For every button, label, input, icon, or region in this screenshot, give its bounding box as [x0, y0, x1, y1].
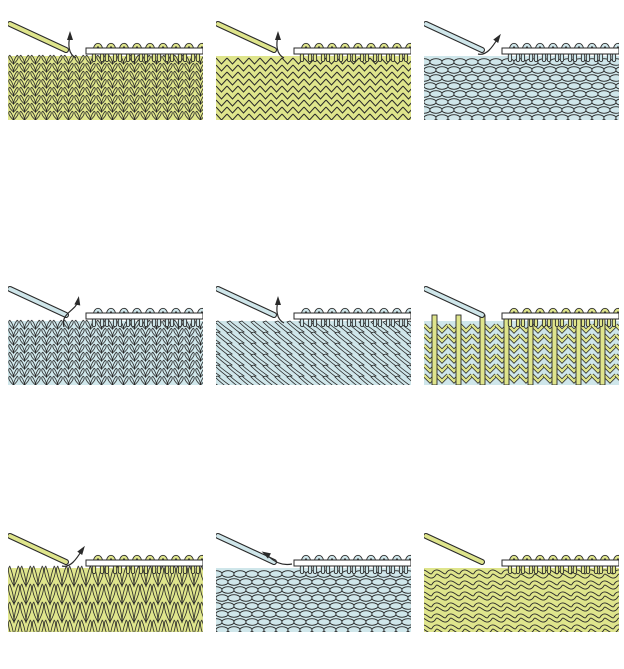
stitch-diagram-1-svg: [8, 18, 203, 120]
fabric-area: [424, 568, 619, 632]
stitch-diagram-3-svg: [424, 18, 619, 120]
needle: [501, 312, 619, 320]
needle-loops: [507, 554, 619, 575]
needle-loops: [91, 307, 203, 328]
stitch-diagram-7-svg: [8, 530, 203, 632]
needle-loops: [91, 42, 203, 63]
needle: [293, 312, 411, 320]
direction-arrow-icon: [62, 296, 81, 328]
stitch-diagram-1: [8, 18, 203, 120]
needle-loops: [507, 307, 619, 328]
stitch-diagram-8-svg: [216, 530, 411, 632]
needle: [501, 47, 619, 55]
needle: [501, 559, 619, 567]
stitch-diagram-9-svg: [424, 530, 619, 632]
needle-loops: [91, 554, 203, 575]
working-yarn: [424, 21, 485, 53]
stitch-diagram-5-svg: [216, 283, 411, 385]
needle: [293, 559, 411, 567]
stitch-texture: [8, 54, 203, 120]
needle: [85, 47, 203, 55]
stitch-diagram-4-svg: [8, 283, 203, 385]
direction-arrow-icon: [275, 296, 285, 324]
stitch-texture: [216, 570, 411, 632]
stitch-diagram-3: [424, 18, 619, 120]
direction-arrow-icon: [261, 551, 293, 566]
working-yarn: [216, 286, 277, 318]
stitch-diagram-7: [8, 530, 203, 632]
direction-arrow-icon: [477, 33, 501, 55]
stitch-diagram-6-svg: [424, 283, 619, 385]
needle-loops: [507, 42, 619, 63]
direction-arrow-icon: [67, 31, 77, 59]
stitch-texture: [424, 58, 619, 120]
stitch-diagram-5: [216, 283, 411, 385]
needle: [85, 312, 203, 320]
stitch-diagram-9: [424, 530, 619, 632]
stitch-diagram-4: [8, 283, 203, 385]
stitch-texture: [424, 569, 619, 632]
needle-loops: [299, 554, 411, 575]
stitch-texture: [8, 565, 203, 632]
working-yarn: [8, 286, 69, 318]
stitch-texture: [8, 319, 203, 385]
stitch-texture: [424, 314, 619, 385]
needle: [293, 47, 411, 55]
working-yarn: [424, 286, 485, 318]
working-yarn: [216, 21, 277, 53]
stitch-diagram-6: [424, 283, 619, 385]
direction-arrow-icon: [275, 31, 285, 59]
stitch-diagram-8: [216, 530, 411, 632]
needle: [85, 559, 203, 567]
working-yarn: [424, 533, 485, 565]
working-yarn: [8, 21, 69, 53]
stitch-diagram-2-svg: [216, 18, 411, 120]
working-yarn: [216, 533, 277, 565]
needle-loops: [299, 307, 411, 328]
working-yarn: [8, 533, 69, 565]
stitch-diagram-2: [216, 18, 411, 120]
direction-arrow-icon: [61, 545, 85, 567]
needle-loops: [299, 42, 411, 63]
